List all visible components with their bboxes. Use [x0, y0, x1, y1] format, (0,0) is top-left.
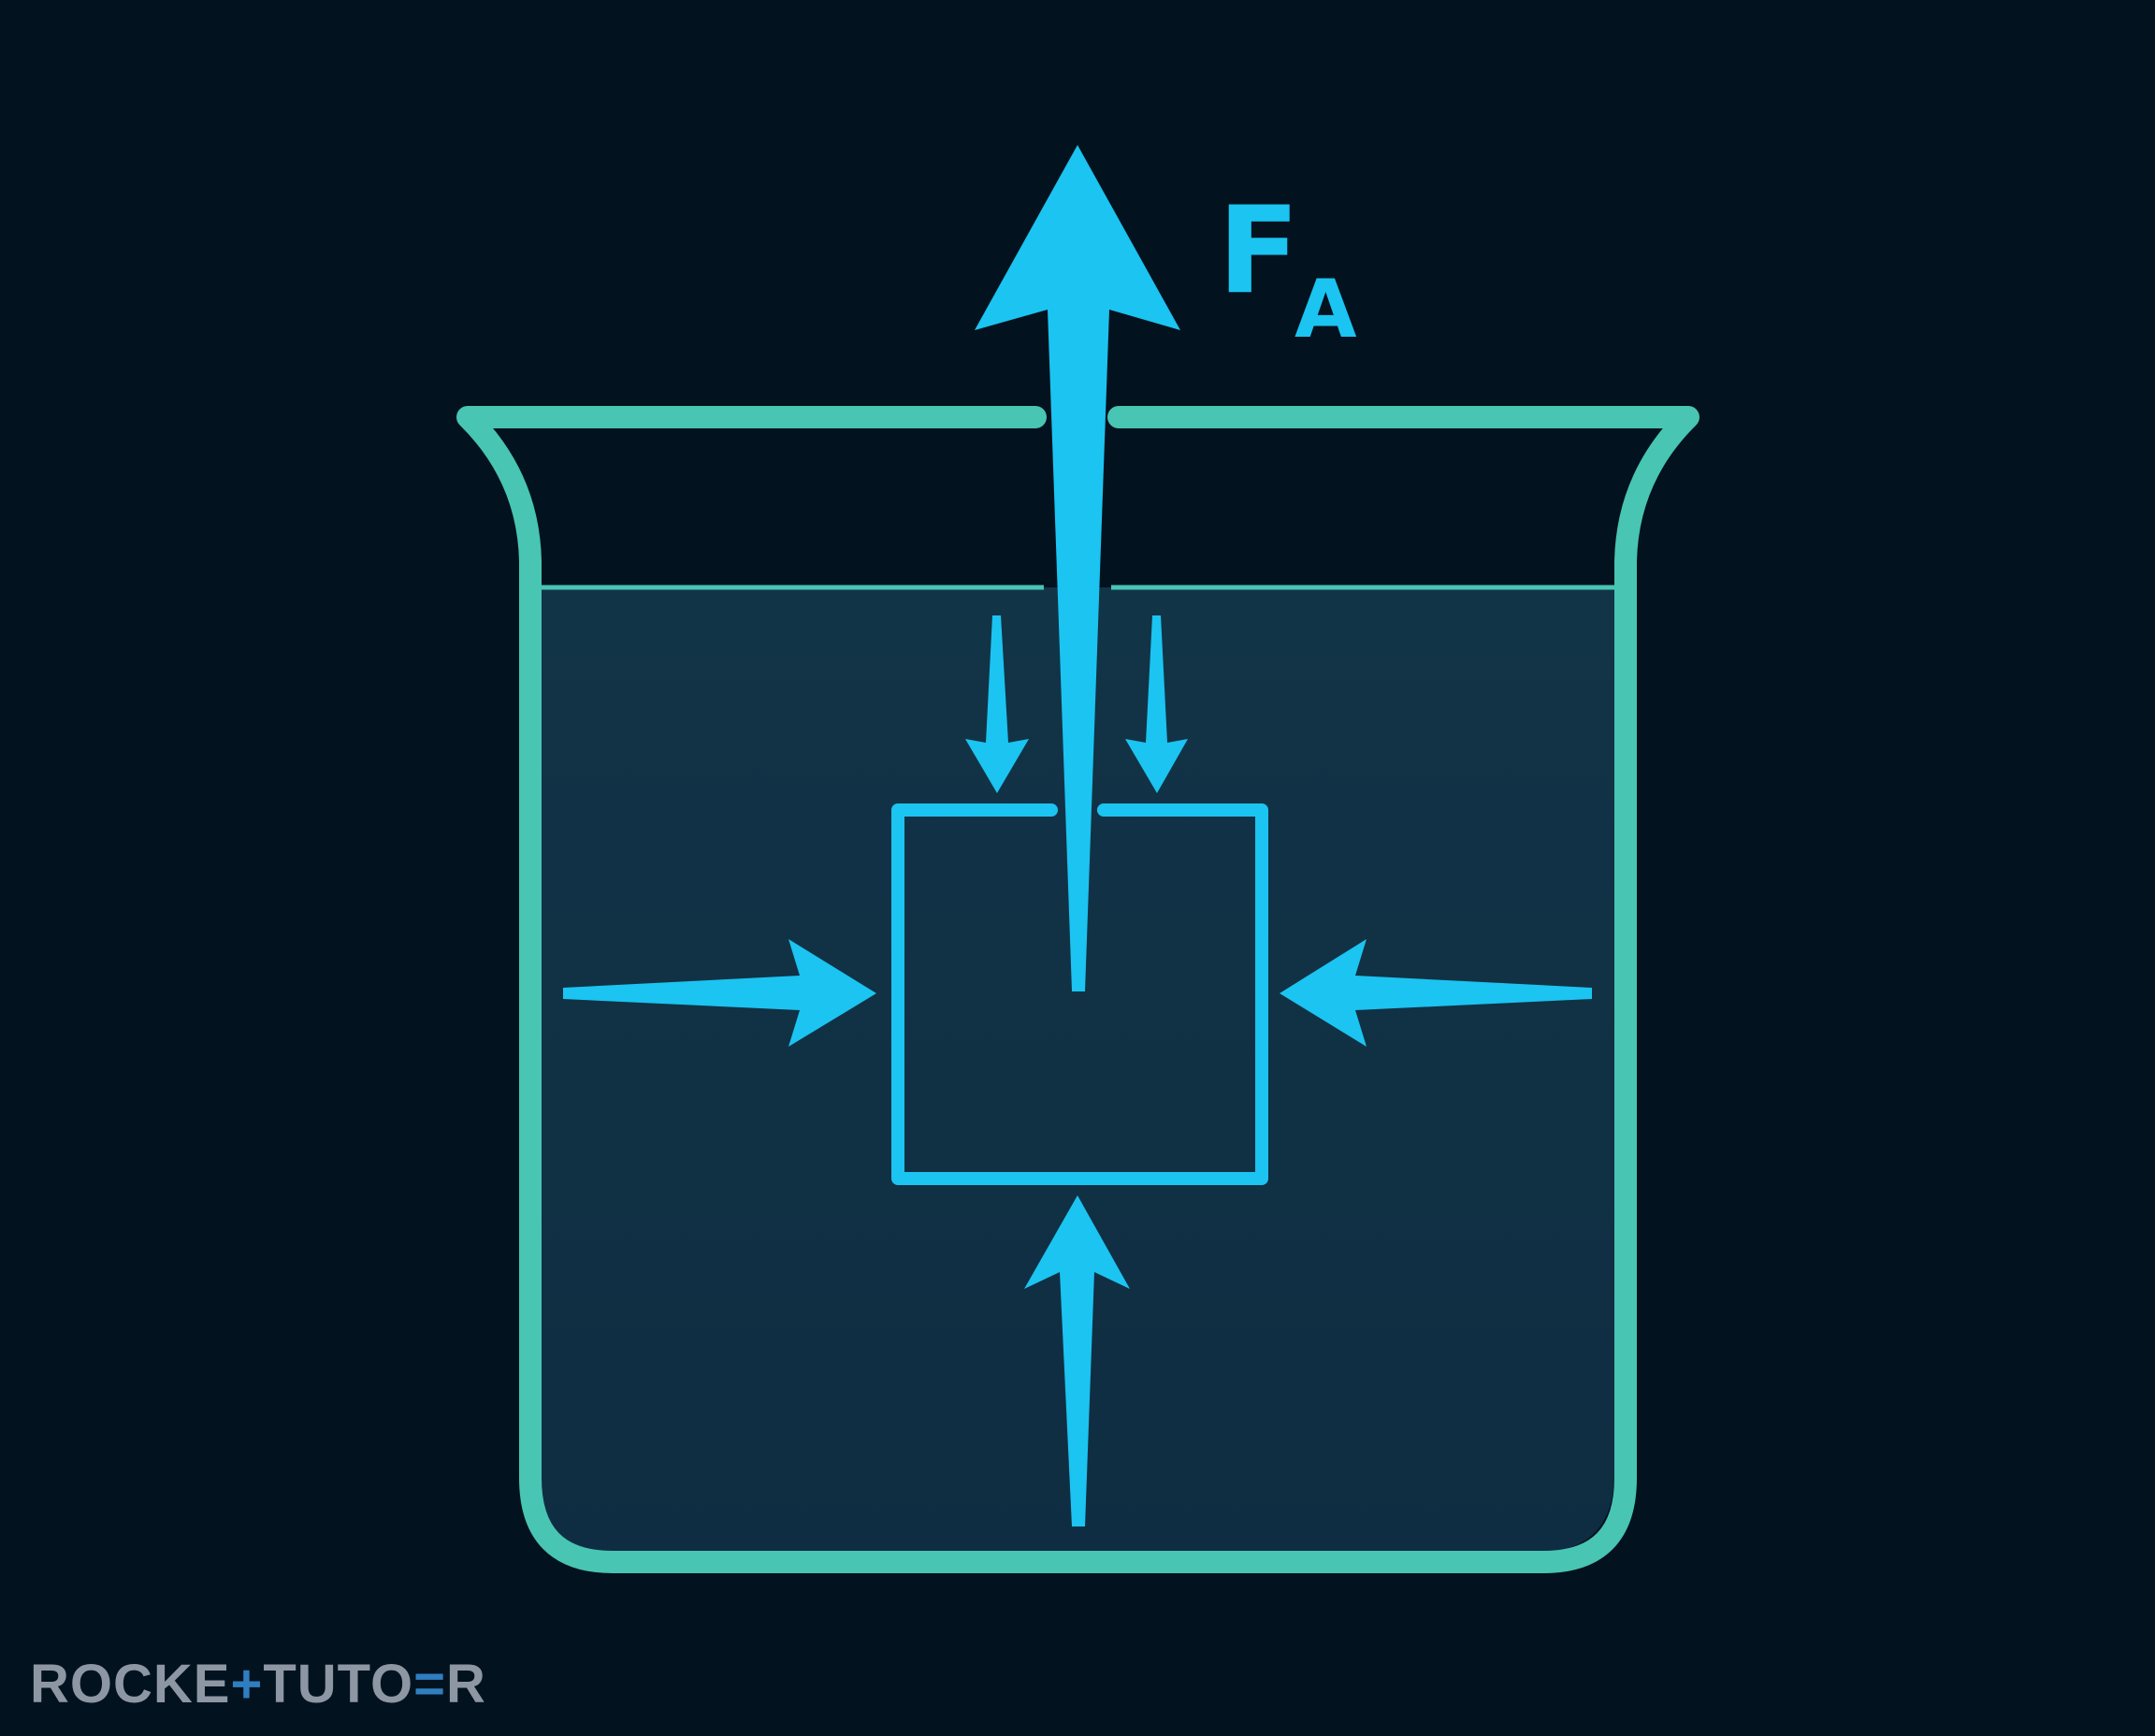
side-pressure-arrow-right	[1280, 939, 1592, 1047]
force-label-main: F	[1218, 181, 1299, 321]
logo-text-end: R	[446, 1654, 486, 1714]
top-pressure-arrow-right	[1125, 615, 1188, 793]
buoyant-force-arrow	[975, 145, 1180, 991]
logo-accent-glyph-2: =	[413, 1654, 447, 1714]
liquid	[541, 587, 1614, 1553]
submerged-body	[891, 803, 1268, 1185]
beaker-outline	[456, 406, 1699, 1573]
side-pressure-arrow-left	[563, 939, 876, 1047]
force-label-subscript: A	[1294, 263, 1357, 356]
logo-text-start: ROCKE	[30, 1654, 231, 1714]
bottom-pressure-arrow	[1024, 1195, 1130, 1526]
rocketutor-logo: ROCKE+TUTO=R	[30, 1657, 486, 1712]
logo-text-middle: TUTO	[263, 1654, 414, 1714]
logo-accent-glyph: +	[230, 1654, 264, 1714]
top-pressure-arrow-left	[965, 615, 1029, 793]
